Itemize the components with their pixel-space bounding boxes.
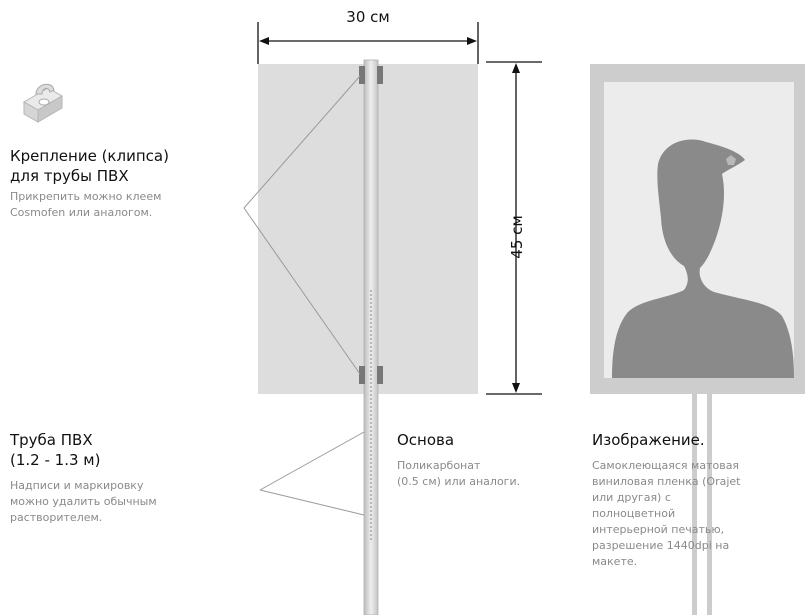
image-note-line4: полноцветной bbox=[592, 507, 676, 520]
pipe-pointer bbox=[259, 431, 365, 516]
person-silhouette bbox=[612, 139, 794, 378]
clip-note-line1: Прикрепить можно клеем bbox=[10, 190, 162, 203]
base-title: Основа bbox=[397, 431, 455, 449]
clip-title-line1: Крепление (клипса) bbox=[10, 147, 169, 165]
clip-top bbox=[359, 66, 383, 84]
pipe-note-line3: растворителем. bbox=[10, 511, 103, 524]
clip-pointer bbox=[243, 75, 361, 375]
clip-icon bbox=[23, 83, 63, 123]
image-title: Изображение. bbox=[592, 431, 705, 449]
base-note-line2: (0.5 см) или аналоги. bbox=[397, 475, 521, 488]
pipe-title-line2: (1.2 - 1.3 м) bbox=[10, 451, 101, 469]
width-label: 30 см bbox=[346, 8, 390, 26]
clip-title-line2: для трубы ПВХ bbox=[10, 167, 129, 185]
base-note-line1: Поликарбонат bbox=[397, 459, 481, 472]
image-note-line3: или другая) с bbox=[592, 491, 671, 504]
image-note-line1: Самоклеющаяся матовая bbox=[592, 459, 740, 472]
clip-note-line2: Cosmofen или аналогом. bbox=[10, 206, 153, 219]
image-note-line7: макете. bbox=[592, 555, 638, 568]
base-description: Основа Поликарбонат (0.5 см) или аналоги… bbox=[397, 430, 577, 490]
pipe-note-line1: Надписи и маркировку bbox=[10, 479, 144, 492]
image-note-line2: виниловая пленка (Orajet bbox=[592, 475, 741, 488]
pipe-description: Труба ПВХ (1.2 - 1.3 м) Надписи и маркир… bbox=[10, 430, 250, 526]
pipe-note-line2: можно удалить обычным bbox=[10, 495, 157, 508]
pipe-title-line1: Труба ПВХ bbox=[10, 431, 93, 449]
image-description: Изображение. Самоклеющаяся матовая винил… bbox=[592, 430, 797, 570]
image-note-line6: разрешение 1440dpi на bbox=[592, 539, 730, 552]
pvc-pipe bbox=[363, 59, 379, 615]
image-note-line5: интерьерной печатью, bbox=[592, 523, 725, 536]
clip-description: Крепление (клипса) для трубы ПВХ Прикреп… bbox=[10, 146, 260, 221]
height-label: 45 см bbox=[508, 215, 526, 259]
badge-icon bbox=[726, 155, 736, 165]
width-dimension bbox=[257, 22, 479, 64]
clip-bottom bbox=[359, 366, 383, 384]
height-dimension bbox=[486, 61, 542, 395]
